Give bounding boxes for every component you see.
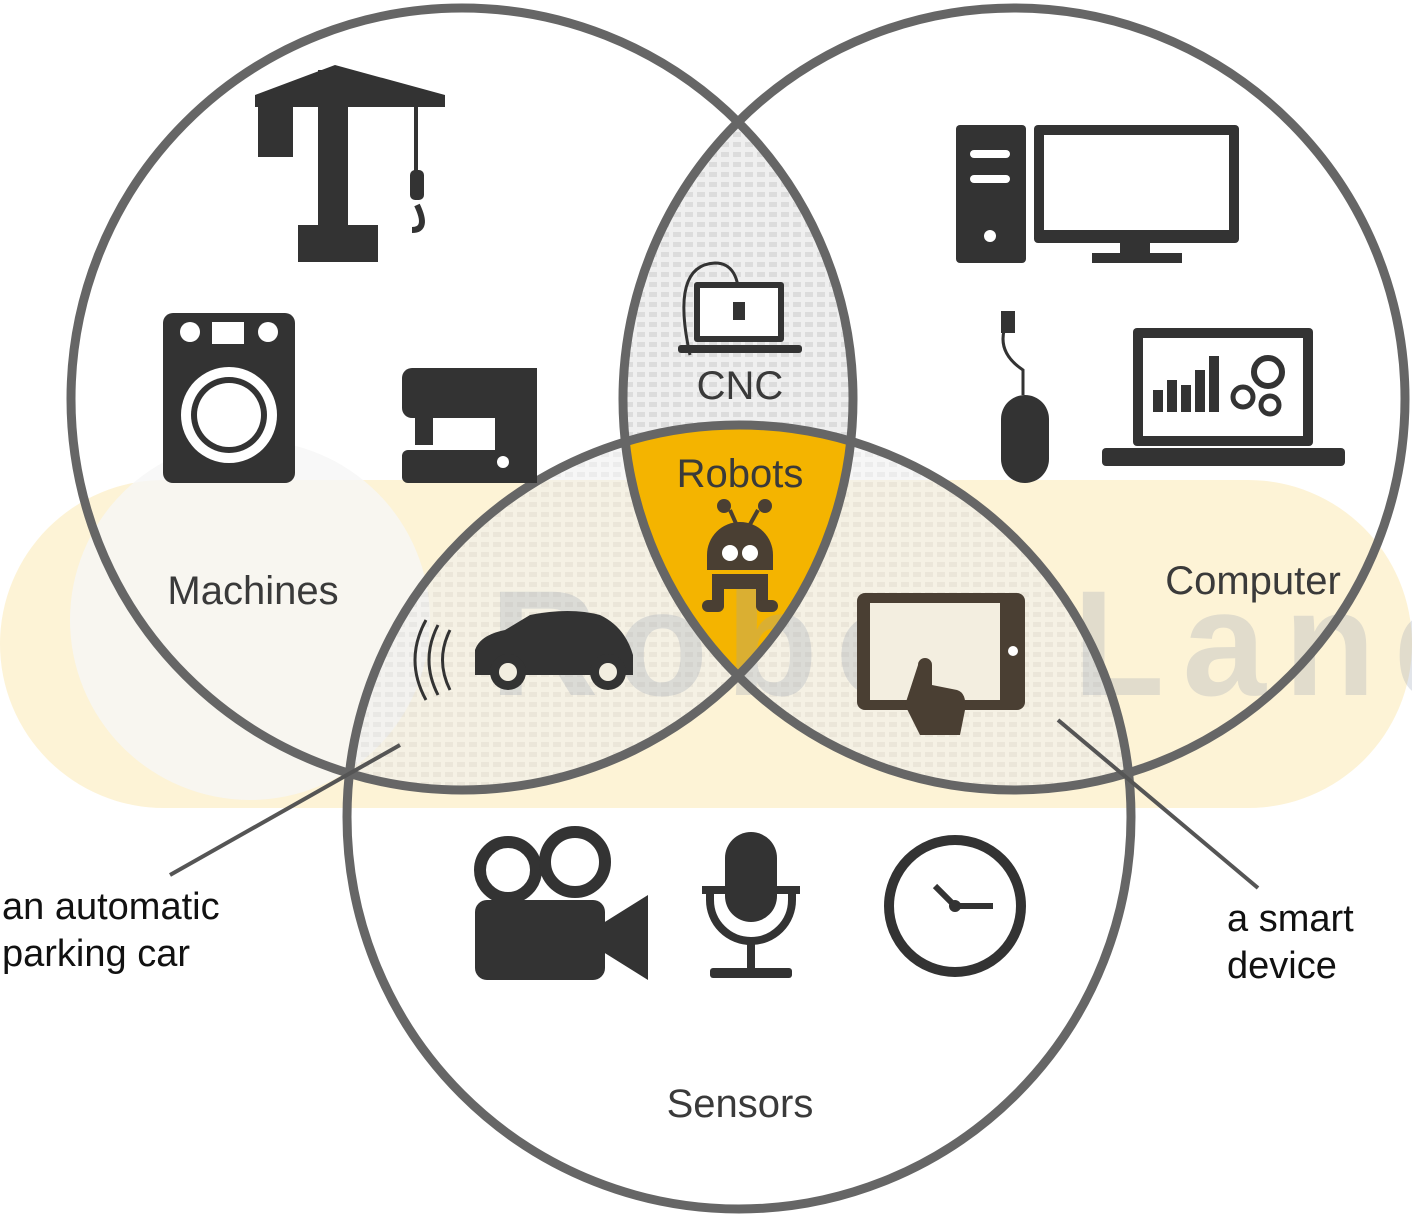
crane-icon: [255, 65, 445, 262]
label-computer: Computer: [1165, 559, 1341, 603]
desktop-computer-icon: [956, 125, 1239, 263]
callout-right-line2: device: [1227, 945, 1337, 987]
circle-computer: [618, 3, 1410, 795]
callout-line-right: [1056, 718, 1260, 890]
laptop-analytics-icon: [1102, 328, 1345, 466]
cnc-laptop-icon: [678, 261, 802, 356]
washing-machine-icon: [163, 313, 295, 483]
callout-line-left: [169, 743, 401, 877]
label-robots: Robots: [677, 452, 804, 496]
callout-right-line1: a smart: [1227, 898, 1354, 940]
circle-machines: [66, 3, 858, 795]
sewing-machine-icon: [402, 368, 537, 483]
robot-icon: [702, 499, 778, 612]
tablet-touch-icon: [857, 593, 1025, 735]
circle-sensors: [342, 420, 1136, 1214]
microphone-icon: [702, 832, 800, 978]
label-machines: Machines: [167, 569, 338, 613]
video-camera-icon: [474, 826, 648, 980]
label-cnc: CNC: [697, 364, 784, 408]
clock-icon: [884, 835, 1026, 977]
callout-left-line1: an automatic: [2, 886, 220, 928]
callout-left-line2: parking car: [2, 933, 190, 975]
label-sensors: Sensors: [667, 1082, 814, 1126]
mouse-icon: [1001, 311, 1049, 483]
car-icon: [413, 611, 633, 701]
watermark-robot-head: [70, 440, 430, 800]
